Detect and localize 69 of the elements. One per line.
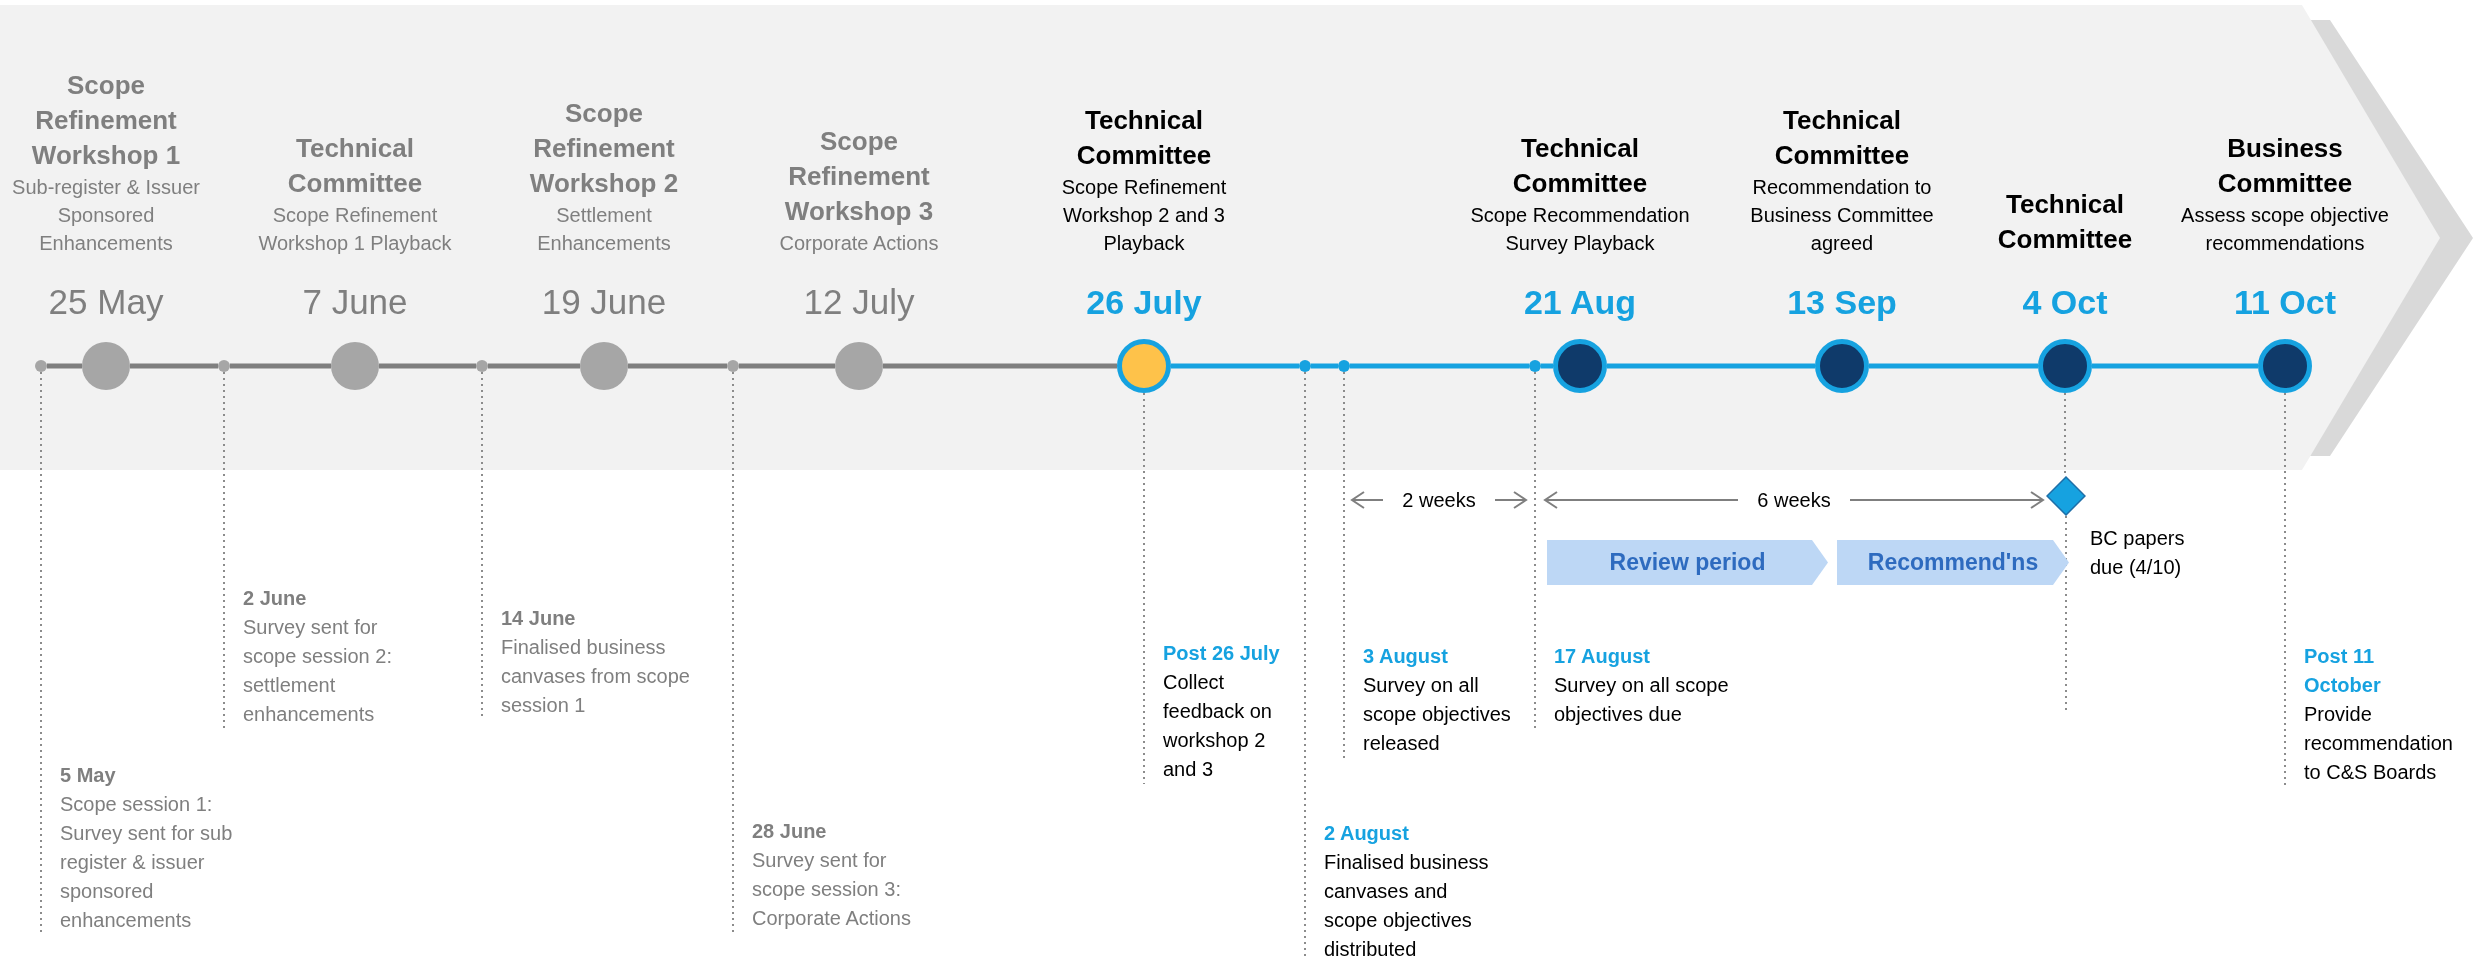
- leader-line: [1143, 392, 1145, 785]
- event-date: Post 11 October: [2304, 644, 2382, 698]
- timeline-segment: [1869, 363, 2038, 369]
- milestone-date: 26 July: [1085, 282, 1203, 322]
- milestone-description: Scope Refinement Workshop 2 and 3 Playback: [1060, 175, 1228, 256]
- milestone-title: Technical Committee: [1773, 104, 1911, 172]
- milestone-date: 21 Aug: [1522, 282, 1638, 322]
- leader-line: [732, 371, 734, 934]
- milestone-title: Scope Refinement Workshop 1: [30, 69, 182, 172]
- event-description: Survey on all scope objectives due: [1554, 673, 1730, 727]
- milestone-note: BC papers due (4/10): [2090, 526, 2186, 580]
- timeline-segment: [130, 363, 218, 369]
- event-date: 5 May: [60, 763, 117, 788]
- milestone-title: Technical Committee: [1511, 132, 1649, 200]
- leader-line: [2284, 392, 2286, 788]
- milestone-title: Technical Committee: [286, 132, 424, 200]
- event-description: Scope session 1: Survey sent for sub register & issuer sponsored enhancements: [60, 792, 234, 933]
- milestone-date: 4 Oct: [2021, 282, 2109, 322]
- timeline-segment: [628, 363, 727, 369]
- milestone-title: Business Committee: [2216, 132, 2354, 200]
- timeline-segment: [739, 363, 835, 369]
- event-date: 2 June: [243, 586, 308, 611]
- milestone-title: Scope Refinement Workshop 3: [783, 125, 935, 228]
- milestone-description: Corporate Actions: [779, 231, 939, 256]
- leader-line: [223, 371, 225, 730]
- milestone-date: 11 Oct: [2232, 282, 2338, 322]
- timeline-segment: [883, 363, 1117, 369]
- timeline-segment: [1541, 363, 1553, 369]
- milestone-title: Technical Committee: [1996, 188, 2134, 256]
- leader-line: [1534, 371, 1536, 730]
- timeline-segment: [1311, 363, 1338, 369]
- milestone-description: Sub-register & Issuer Sponsored Enhancements: [11, 175, 201, 256]
- timeline-segment: [1171, 363, 1299, 369]
- event-description: Survey sent for scope session 3: Corporate Actions: [752, 848, 912, 931]
- milestone-title: Scope Refinement Workshop 2: [528, 97, 680, 200]
- event-date: 3 August: [1363, 644, 1449, 669]
- milestone-description: Assess scope objective recommendations: [2180, 203, 2390, 256]
- event-description: Survey sent for scope session 2: settlement enhancements: [243, 615, 393, 727]
- milestone-date: 19 June: [540, 282, 668, 322]
- leader-line: [2065, 515, 2067, 711]
- event-date: Post 26 July: [1163, 641, 1281, 666]
- milestone-date: 13 Sep: [1786, 282, 1898, 322]
- timeline-segment: [379, 363, 476, 369]
- timeline-segment: [1350, 363, 1529, 369]
- event-description: Finalised business canvases and scope objectives distributed: [1324, 850, 1490, 960]
- event-description: Survey on all scope objectives released: [1363, 673, 1512, 756]
- timeline-segment: [230, 363, 331, 369]
- timeline-segment: [2092, 363, 2258, 369]
- timeline-segment: [488, 363, 580, 369]
- event-description: Finalised business canvases from scope session 1: [501, 635, 691, 718]
- leader-line: [1343, 371, 1345, 759]
- timeline-segment: [1607, 363, 1815, 369]
- milestone-date: 7 June: [301, 282, 409, 322]
- milestone-description: Recommendation to Business Committee agreed: [1749, 175, 1935, 256]
- event-description: Provide recommendation to C&S Boards: [2304, 702, 2454, 785]
- event-date: 17 August: [1554, 644, 1651, 669]
- milestone-date: 12 July: [802, 282, 916, 322]
- event-description: Collect feedback on workshop 2 and 3: [1163, 670, 1273, 782]
- milestone-title: Technical Committee: [1075, 104, 1213, 172]
- milestone-date: 25 May: [47, 282, 165, 322]
- phase-banner: Recommend'ns: [1837, 540, 2069, 585]
- event-date: 2 August: [1324, 821, 1410, 846]
- timeline-segment: [47, 363, 82, 369]
- phase-banner: Review period: [1547, 540, 1828, 585]
- milestone-description: Scope Refinement Workshop 1 Playback: [257, 203, 453, 256]
- milestone-description: Scope Recommendation Survey Playback: [1469, 203, 1691, 256]
- event-date: 28 June: [752, 819, 828, 844]
- milestone-description: Settlement Enhancements: [536, 203, 672, 256]
- event-date: 14 June: [501, 606, 577, 631]
